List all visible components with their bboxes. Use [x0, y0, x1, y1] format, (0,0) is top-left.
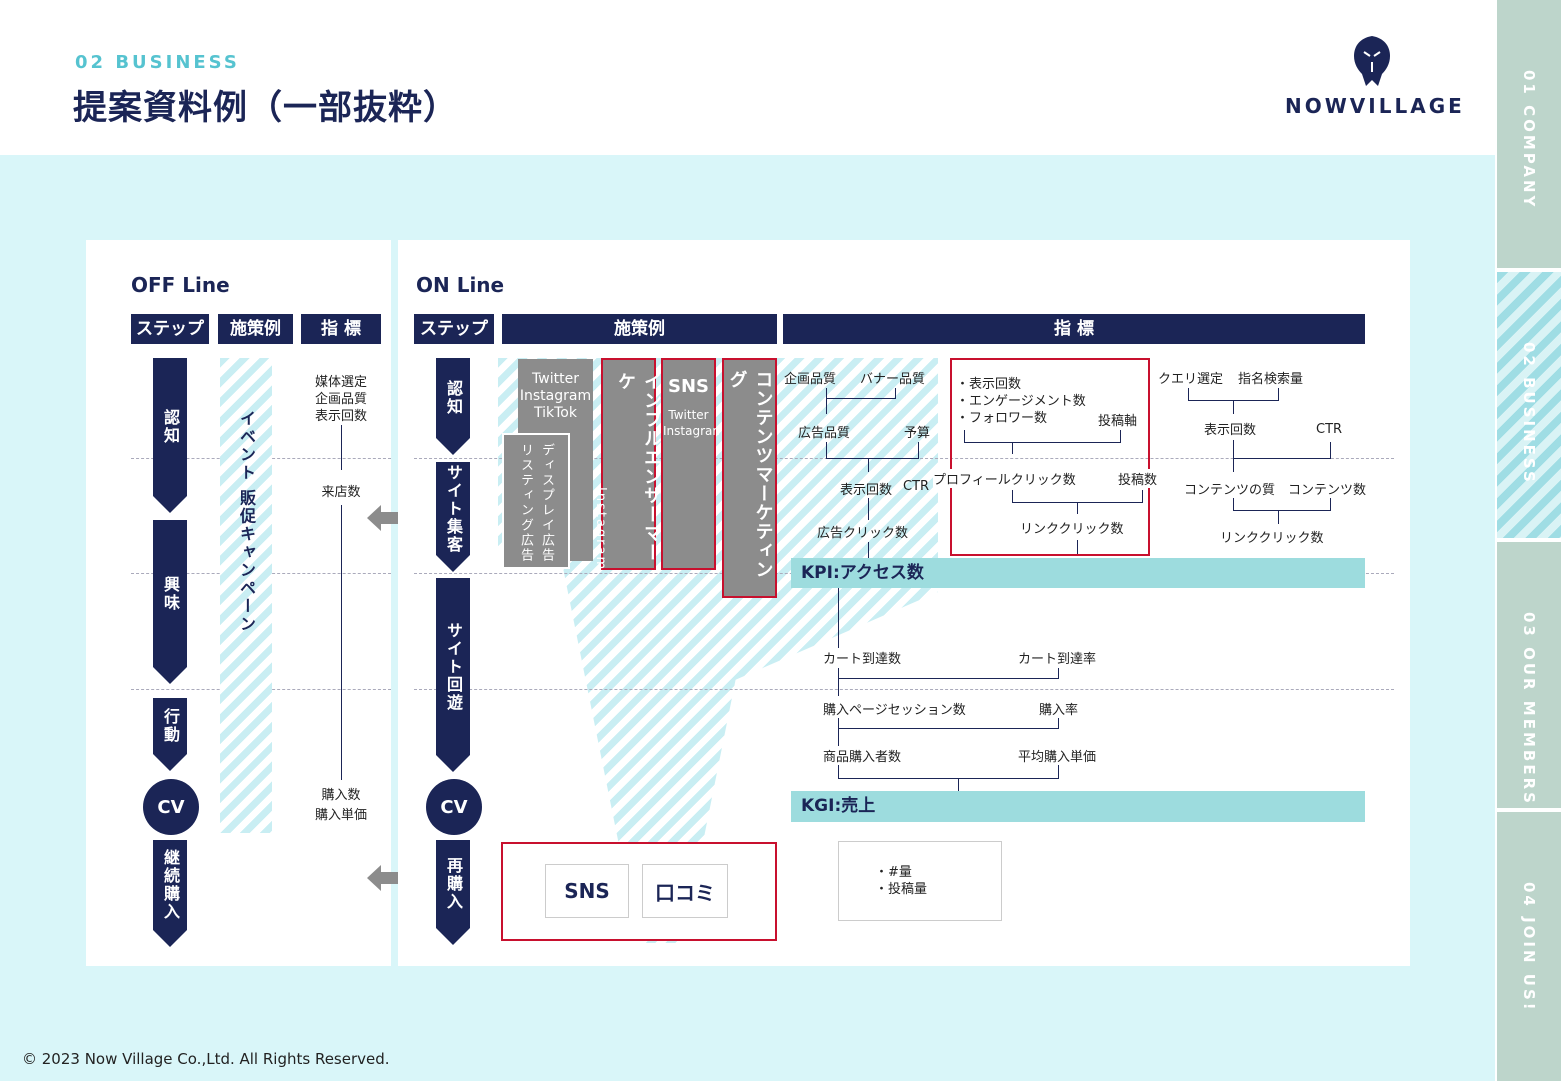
- metric-budget: 予算: [904, 426, 931, 441]
- offline-header-measures: 施策例: [218, 314, 293, 344]
- online-step-browsing: サイト回遊: [436, 578, 470, 772]
- online-header-measures: 施策例: [502, 314, 777, 344]
- offline-panel: OFF Line ステップ 施策例 指 標 認知 興味 行動 CV 継続購入 イ…: [86, 240, 391, 966]
- connector: [341, 505, 342, 780]
- online-step-acquisition: サイト集客: [436, 462, 470, 572]
- campaign-label: イベント 販促キャンペーン: [237, 410, 256, 634]
- offline-header-metrics: 指 標: [301, 314, 381, 344]
- side-nav: 01 COMPANY 02 BUSINESS 03 OUR MEMBERS 04…: [1497, 0, 1561, 1081]
- influencer-box: Instagram インフルエンサーマーケ: [593, 358, 662, 571]
- online-panel: ON Line ステップ 施策例 指 標 認知 サイト集客 サイト回遊 CV 再…: [398, 240, 1410, 966]
- offline-step-awareness: 認知: [153, 358, 187, 513]
- metric-plan-quality: 企画品質: [784, 372, 837, 387]
- sns-box: SNS Twitter Instagram: [661, 358, 724, 570]
- page-title: 提案資料例（一部抜粋）: [73, 88, 458, 128]
- metric-post-axis: 投稿軸: [1098, 414, 1138, 429]
- kgi-bar: KGI:売上: [791, 791, 1365, 822]
- online-header-step: ステップ: [414, 314, 494, 344]
- offline-metric-visits: 来店数: [321, 485, 361, 500]
- tab-company[interactable]: 01 COMPANY: [1497, 0, 1561, 268]
- online-step-cv: CV: [426, 779, 482, 835]
- online-step-repurchase: 再購入: [436, 840, 470, 945]
- repeat-metrics-box: ・#量 ・投稿量: [838, 841, 1002, 921]
- offline-heading: OFF Line: [131, 273, 230, 297]
- offline-metrics-top: 媒体選定 企画品質 表示回数: [314, 375, 367, 424]
- metric-content-ctr: CTR: [1316, 422, 1343, 437]
- metric-link-clicks-sns: リンククリック数: [1020, 522, 1124, 537]
- online-heading: ON Line: [416, 273, 505, 297]
- metric-content-count: コンテンツ数: [1288, 483, 1367, 498]
- listing-display-box: リスティング広告 ディスプレイ広告: [502, 433, 570, 569]
- metric-purchase-sessions: 購入ページセッション数: [823, 703, 966, 718]
- metric-purchase-rate: 購入率: [1039, 703, 1079, 718]
- metric-ad-quality: 広告品質: [798, 426, 851, 441]
- content-marketing-box: コンテンツマーケティング: [722, 358, 777, 598]
- connector: [341, 425, 342, 470]
- repeat-measures-box: SNS 口コミ: [501, 842, 777, 941]
- offline-step-cv: CV: [143, 779, 199, 835]
- repeat-sns: SNS: [545, 864, 629, 918]
- offline-step-interest: 興味: [153, 520, 187, 684]
- tab-our-members[interactable]: 03 OUR MEMBERS: [1497, 542, 1561, 808]
- section-label: 02 BUSINESS: [75, 52, 240, 73]
- metric-content-quality: コンテンツの質: [1184, 483, 1276, 498]
- metric-buyers: 商品購入者数: [823, 750, 902, 765]
- logo-text: NOWVILLAGE: [1285, 94, 1465, 118]
- logo[interactable]: NOWVILLAGE: [1285, 32, 1462, 122]
- metric-query-selection: クエリ選定: [1158, 372, 1224, 387]
- online-step-awareness: 認知: [436, 358, 470, 455]
- metric-cart-reach: カート到達数: [823, 652, 902, 667]
- offline-step-repeat: 継続購入: [153, 840, 187, 947]
- campaign-hatch: [220, 358, 272, 833]
- metric-cart-rate: カート到達率: [1018, 652, 1097, 667]
- metric-avg-price: 平均購入単価: [1018, 750, 1097, 765]
- offline-step-action: 行動: [153, 698, 187, 771]
- kpi-bar: KPI:アクセス数: [791, 558, 1365, 588]
- offline-metrics-bottom: 購入数 購入単価: [314, 788, 367, 823]
- copyright: © 2023 Now Village Co.,Ltd. All Rights R…: [22, 1050, 390, 1068]
- metric-link-clicks-content: リンククリック数: [1220, 531, 1324, 546]
- divider: [414, 689, 1394, 690]
- offline-header-step: ステップ: [131, 314, 209, 344]
- metric-brand-search: 指名検索量: [1238, 372, 1304, 387]
- online-header-metrics: 指 標: [783, 314, 1365, 344]
- metric-post-count: 投稿数: [1118, 469, 1158, 488]
- metric-ctr: CTR: [903, 479, 930, 494]
- metric-profile-clicks: プロフィールクリック数: [933, 469, 1076, 488]
- metric-content-impressions: 表示回数: [1204, 423, 1257, 438]
- lion-logo-icon: [1354, 36, 1390, 86]
- metric-impressions: 表示回数: [840, 483, 893, 498]
- tab-join-us[interactable]: 04 JOIN US!: [1497, 812, 1561, 1081]
- metric-banner-quality: バナー品質: [860, 372, 926, 387]
- metric-ad-clicks: 広告クリック数: [817, 526, 909, 541]
- sns-metrics-box: ・表示回数 ・エンゲージメント数 ・フォロワー数 投稿軸 リンククリック数: [950, 358, 1150, 556]
- repeat-word-of-mouth: 口コミ: [642, 864, 728, 918]
- tab-business[interactable]: 02 BUSINESS: [1497, 272, 1561, 538]
